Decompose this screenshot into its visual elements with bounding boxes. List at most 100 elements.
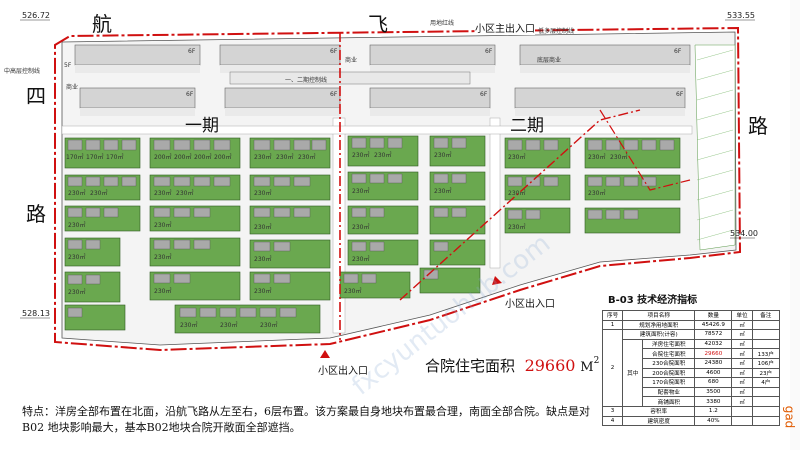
s-entrance-label: 小区出入口 <box>318 362 368 377</box>
unit-label: 230㎡ <box>154 254 172 261</box>
table-cell: 23户 <box>751 367 781 379</box>
area-label: 合院住宅面积 <box>425 357 516 375</box>
unit-label: 230㎡ <box>344 288 362 295</box>
s-entrance-arrow <box>320 350 330 358</box>
design-notes: 特点：洋房全部布置在北面，沿航飞路从左至右，6层布置。该方案最自身地块布置最合理… <box>22 405 590 434</box>
multi-control-label: 低多层控制线 <box>538 28 575 35</box>
road-label-west-1: 四 <box>26 84 46 108</box>
bottom-commerce-label: 底层商业 <box>537 57 562 64</box>
table-cell: 3500 <box>694 386 733 398</box>
table-cell: ㎡ <box>731 329 753 340</box>
table-cell: ㎡ <box>731 319 753 331</box>
unit-label: 230㎡ <box>154 288 172 295</box>
area-unit-sup: 2 <box>593 356 600 366</box>
road-label-east: 路 <box>748 114 768 138</box>
table-row: 配套物业 3500 ㎡ <box>603 386 781 398</box>
control-line-label: 一、二期控制线 <box>285 77 328 84</box>
commerce-west-label: 商业 <box>66 84 79 91</box>
unit-label: 230㎡ <box>276 154 294 161</box>
unit-label: 230㎡ <box>254 256 272 263</box>
table-header-row: 序号 项目名称 数量 单位 备注 <box>601 310 781 321</box>
table-cell <box>751 319 781 331</box>
table-cell: 200合院面积 <box>642 367 696 379</box>
green-belt <box>694 44 736 251</box>
table-cell: 230合院面积 <box>642 357 696 369</box>
table-row: 4 建筑密度 40% <box>601 415 781 427</box>
table-cell: 1.2 <box>694 405 733 417</box>
table-cell: 4600 <box>694 367 733 379</box>
table-cell: 42032 <box>694 338 733 350</box>
table-row: 1 规划净用地面积 45426.9 ㎡ <box>601 319 781 331</box>
table-cell: ㎡ <box>731 396 753 407</box>
table-cell: 24380 <box>694 357 733 369</box>
table-row: 其中 洋房住宅面积 42032 ㎡ <box>603 338 781 407</box>
table-cell: 78572 <box>694 329 733 340</box>
se-entrance-arrow <box>492 276 502 285</box>
table-cell <box>751 338 781 350</box>
diagonal-line <box>399 109 641 301</box>
table-cell: 2 <box>601 329 624 407</box>
area-value: 29660 <box>524 356 576 375</box>
red-line <box>54 26 742 352</box>
red-line-label: 用地红线 <box>430 20 455 27</box>
side-bar <box>790 0 800 450</box>
unit-label: 200㎡ <box>214 154 232 161</box>
unit-label: 230㎡ <box>434 188 452 195</box>
east-road <box>489 117 501 269</box>
table-cell: 133户 <box>751 348 781 359</box>
elevation-e: 534.00 <box>730 229 758 238</box>
table-cell: 容积率 <box>622 405 696 417</box>
table-cell: ㎡ <box>731 377 753 388</box>
unit-label: 230㎡ <box>508 224 526 231</box>
table-cell: 4户 <box>751 377 781 388</box>
table-header: 单位 <box>731 310 753 321</box>
table-row: 3 容积率 1.2 <box>601 405 781 417</box>
table-cell: 1 <box>601 319 624 331</box>
unit-label: 230㎡ <box>352 256 370 263</box>
main-entrance-label: 小区主出入口 <box>475 20 535 35</box>
nw-control-label: 中高层控制线 <box>4 68 41 75</box>
unit-label: 230㎡ <box>176 190 194 197</box>
table-cell <box>751 386 781 398</box>
table-cell: 4 <box>601 415 624 427</box>
unit-label: 230㎡ <box>254 288 272 295</box>
commerce-strip <box>229 71 471 85</box>
unit-label: 230㎡ <box>68 254 86 261</box>
phase-two-label: 二期 <box>510 116 544 136</box>
unit-label: 230㎡ <box>68 222 86 229</box>
unit-label: 230㎡ <box>352 152 370 159</box>
table-cell: 建筑密度 <box>622 415 696 427</box>
unit-label: 230㎡ <box>508 154 526 161</box>
table-cell <box>751 329 781 340</box>
table-cell <box>751 396 781 407</box>
unit-label: 230㎡ <box>154 222 172 229</box>
table-cell: 3380 <box>694 396 733 407</box>
table-cell: 建筑面积(计容) <box>622 329 696 340</box>
table-cell: ㎡ <box>731 386 753 398</box>
se-entrance-label: 小区出入口 <box>505 295 555 310</box>
unit-label: 230㎡ <box>374 152 392 159</box>
table-cell: ㎡ <box>731 357 753 369</box>
table-cell: 规划净用地面积 <box>622 319 696 331</box>
table-cell: 45426.9 <box>694 319 733 331</box>
unit-label: 230㎡ <box>254 224 272 231</box>
unit-label: 230㎡ <box>588 154 606 161</box>
brand-logo: gad <box>782 405 797 429</box>
unit-label: 230㎡ <box>434 152 452 159</box>
unit-label: 230㎡ <box>220 322 238 329</box>
apartment-shading <box>75 65 690 116</box>
unit-label: 200㎡ <box>174 154 192 161</box>
cross-road <box>61 125 693 135</box>
floor-mark: 6F <box>330 91 338 98</box>
table-group-label: 其中 <box>622 338 644 407</box>
table-cell: 40% <box>694 415 733 427</box>
elevation-nw: 526.72 <box>22 11 50 20</box>
central-road <box>332 117 346 334</box>
table-cell: ㎡ <box>731 348 753 359</box>
table-cell: ㎡ <box>731 367 753 379</box>
house-roofs <box>67 137 675 318</box>
table-cell: 商铺面积 <box>642 396 696 407</box>
table-cell: ㎡ <box>731 338 753 350</box>
area-headline: 合院住宅面积 29660 M2 <box>425 355 599 376</box>
unit-label: 200㎡ <box>154 154 172 161</box>
